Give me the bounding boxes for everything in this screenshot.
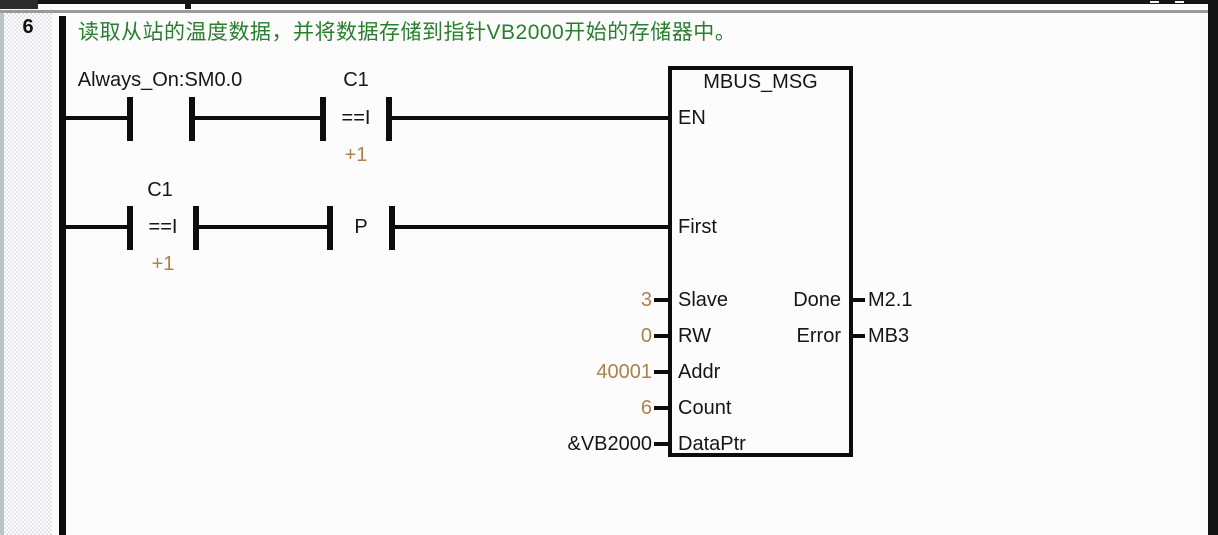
block-title: MBUS_MSG xyxy=(703,71,818,93)
compare-contact-label[interactable]: C1 xyxy=(147,179,173,201)
pin-rw: RW xyxy=(678,325,711,347)
frame-artifact-dash xyxy=(1175,1,1184,3)
network-number[interactable]: 6 xyxy=(22,16,34,38)
pin-error: Error xyxy=(796,325,841,347)
network-separator-line xyxy=(0,10,1208,13)
input-tick xyxy=(654,442,670,446)
edge-contact-left-leg[interactable] xyxy=(327,206,333,250)
input-tick xyxy=(654,334,670,338)
edge-contact-label[interactable]: P xyxy=(354,216,368,238)
input-tick xyxy=(654,370,670,374)
operand-slave[interactable]: 3 xyxy=(640,289,652,311)
operand-error[interactable]: MB3 xyxy=(868,325,910,347)
compare-contact-right-leg[interactable] xyxy=(193,206,199,250)
left-window-edge xyxy=(0,13,4,535)
output-tick xyxy=(851,334,865,338)
pin-dataptr: DataPtr xyxy=(678,433,746,455)
wire-to-first xyxy=(395,225,672,229)
frame-artifact-dash xyxy=(1150,1,1159,3)
operand-rw[interactable]: 0 xyxy=(640,325,652,347)
pin-slave: Slave xyxy=(678,289,729,311)
no-contact-right-leg[interactable] xyxy=(189,97,195,141)
pin-count: Count xyxy=(678,397,732,419)
edge-contact-right-leg[interactable] xyxy=(389,206,395,250)
pin-first: First xyxy=(678,216,717,238)
wire xyxy=(199,225,327,229)
previous-network-remnant xyxy=(0,0,38,9)
no-contact-left-leg[interactable] xyxy=(127,97,133,141)
compare-contact-left-leg[interactable] xyxy=(320,97,326,141)
right-frame-strip xyxy=(1208,0,1218,535)
input-tick xyxy=(654,406,670,410)
wire xyxy=(64,116,127,120)
contact-label[interactable]: Always_On:SM0.0 xyxy=(77,69,243,91)
compare-operand[interactable]: +1 xyxy=(151,253,175,275)
wire xyxy=(195,116,320,120)
compare-operator[interactable]: ==I xyxy=(341,107,371,129)
compare-contact-left-leg[interactable] xyxy=(127,206,133,250)
operand-dataptr[interactable]: &VB2000 xyxy=(567,433,652,455)
mbus-msg-block[interactable] xyxy=(668,66,853,457)
compare-contact-right-leg[interactable] xyxy=(386,97,392,141)
wire-to-en xyxy=(392,116,672,120)
network-comment[interactable]: 读取从站的温度数据，并将数据存储到指针VB2000开始的存储器中。 xyxy=(78,21,737,44)
output-tick xyxy=(851,298,865,302)
pin-en: EN xyxy=(678,107,706,129)
previous-network-wire-remnant xyxy=(185,0,191,9)
pin-addr: Addr xyxy=(678,361,721,383)
compare-contact-label[interactable]: C1 xyxy=(343,69,369,91)
network-margin[interactable] xyxy=(4,13,52,535)
operand-done[interactable]: M2.1 xyxy=(868,289,913,311)
compare-operator[interactable]: ==I xyxy=(148,216,178,238)
pin-done: Done xyxy=(793,289,841,311)
power-rail xyxy=(59,16,66,535)
top-frame-bar xyxy=(0,0,1218,4)
compare-operand[interactable]: +1 xyxy=(344,144,368,166)
operand-count[interactable]: 6 xyxy=(640,397,652,419)
input-tick xyxy=(654,298,670,302)
wire xyxy=(64,225,127,229)
operand-addr[interactable]: 40001 xyxy=(596,361,652,383)
